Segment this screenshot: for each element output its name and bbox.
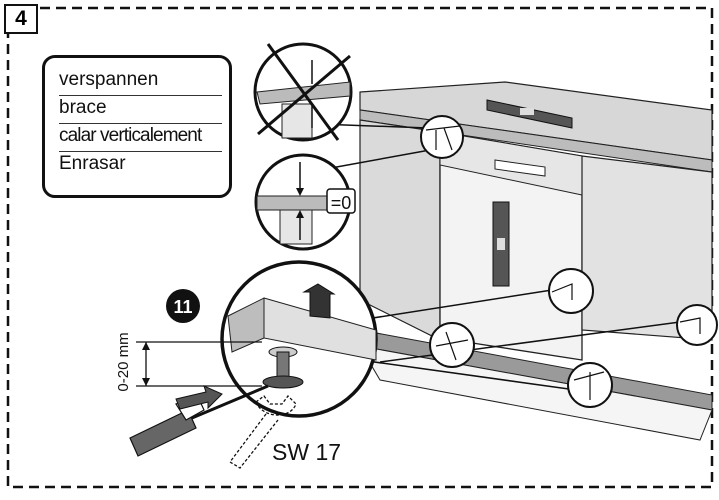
detail-circle-incorrect bbox=[253, 42, 353, 142]
wrench-size-label: SW 17 bbox=[272, 439, 341, 465]
step-number: 4 bbox=[15, 7, 27, 30]
step-marker-badge bbox=[166, 289, 200, 323]
gap-zero-label: =0 bbox=[331, 193, 352, 213]
term-spanish: Enrasar bbox=[59, 153, 126, 174]
translation-box: verspannen brace calar verticalement Enr… bbox=[42, 55, 232, 198]
cross-out-line bbox=[266, 43, 340, 141]
control-panel-display bbox=[494, 159, 546, 177]
dishwasher bbox=[439, 131, 583, 361]
dashed-frame bbox=[6, 6, 714, 489]
height-dimension bbox=[136, 341, 262, 387]
insert-arrow-icon bbox=[175, 385, 223, 410]
step-number-box: 4 bbox=[4, 4, 38, 34]
detail-circle-foot bbox=[220, 260, 378, 418]
term-german: verspannen bbox=[59, 68, 222, 96]
spirit-level-horizontal bbox=[486, 99, 573, 129]
adjustable-foot bbox=[262, 375, 304, 389]
gap-zero-label-box bbox=[326, 188, 356, 214]
step-marker-label: 11 bbox=[173, 297, 192, 317]
wrench-outline bbox=[229, 395, 297, 469]
cross-out-line bbox=[257, 54, 351, 136]
height-range-label: 0-20 mm bbox=[115, 332, 132, 391]
term-french: calar verticalement bbox=[59, 124, 222, 152]
detail-circle-correct: =0 bbox=[254, 153, 356, 251]
up-arrow-icon bbox=[302, 283, 336, 319]
term-english: brace bbox=[59, 96, 222, 124]
